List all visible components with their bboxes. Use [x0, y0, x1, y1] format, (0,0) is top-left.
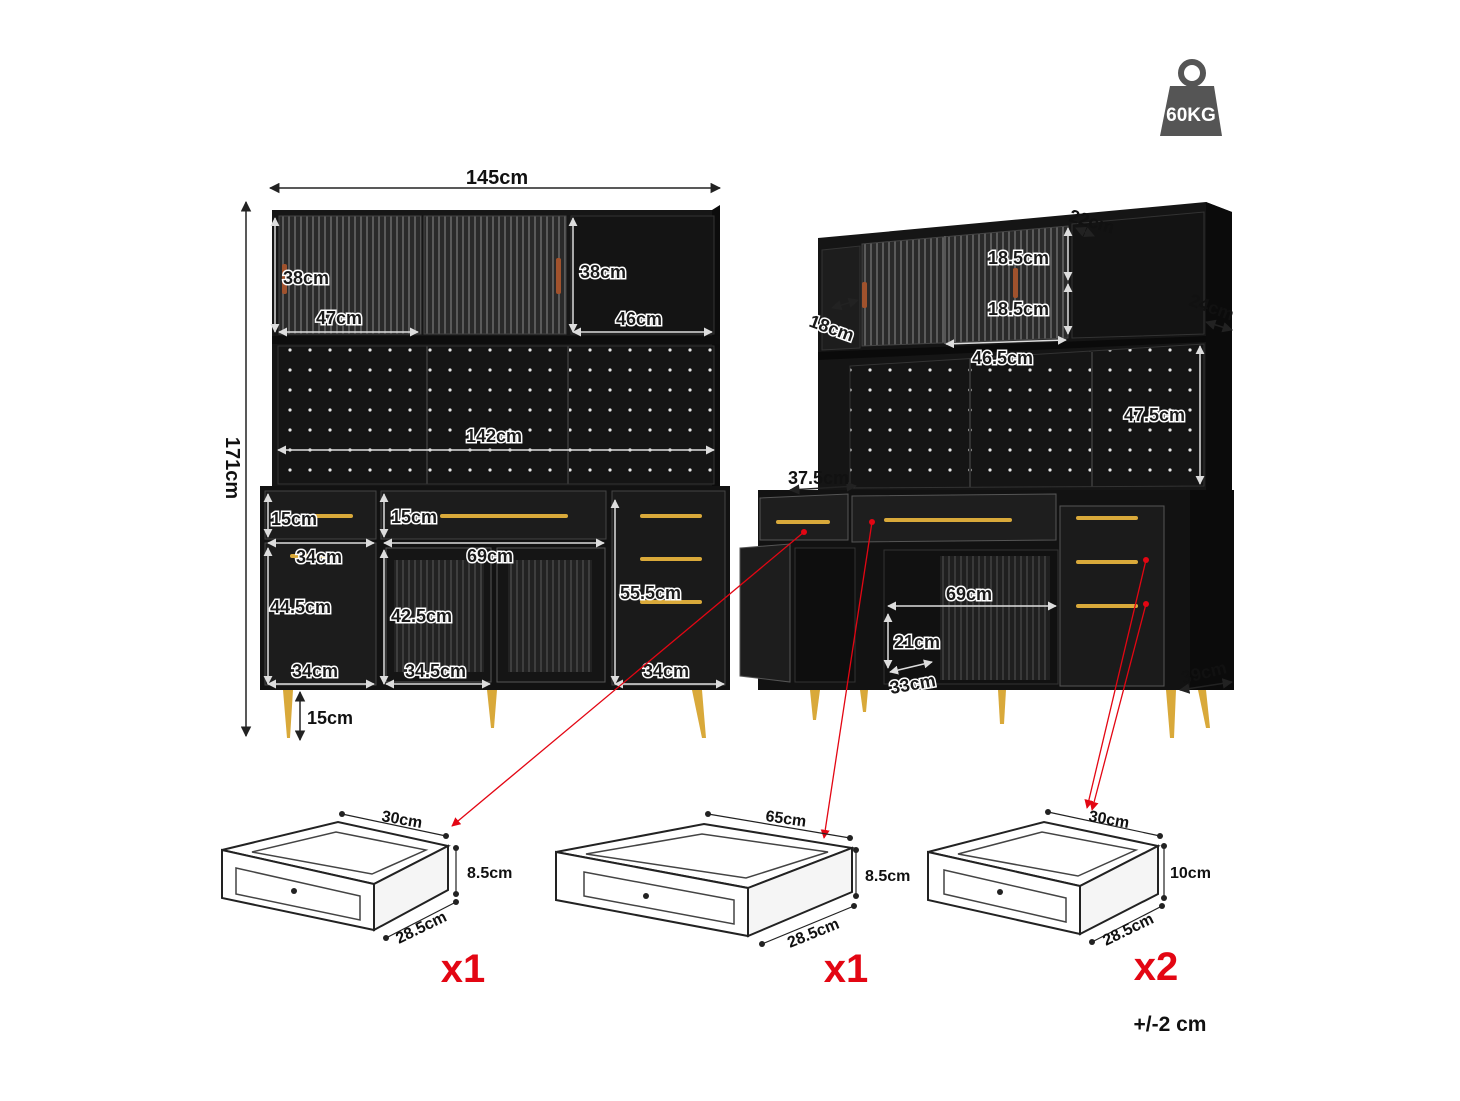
front-leg	[487, 690, 497, 728]
side-cabinet-shelf-height-label: 21cm	[894, 632, 940, 652]
side-gold-handle	[1076, 516, 1138, 520]
side-cabinet-width-label: 69cm	[946, 584, 992, 604]
front-center-glass-door	[508, 560, 592, 672]
side-left-drawer-open	[759, 493, 849, 541]
front-leg	[283, 690, 293, 738]
drawer-1-width-label: 30cm	[380, 808, 423, 832]
side-center-glass-door	[940, 556, 1050, 680]
front-pegboard	[277, 345, 715, 485]
drawer-2-quantity: x1	[824, 947, 869, 991]
front-right-column-width-label: 34cm	[643, 661, 689, 681]
side-left-door-open	[739, 543, 791, 683]
side-upper-inner-width-label: 46.5cm	[972, 348, 1033, 368]
front-open-shelf-height-label: 38cm	[580, 262, 626, 282]
front-glass-door-right	[423, 215, 567, 335]
front-center-door-width-label: 34.5cm	[405, 661, 466, 681]
tolerance-note: +/-2 cm	[1134, 1013, 1207, 1036]
side-gold-handle	[884, 518, 1012, 522]
drawer-detail-3: 30cm 10cm 28.5cm x2	[927, 808, 1211, 989]
drawer-1-height-label: 8.5cm	[467, 865, 512, 882]
side-glass-doors	[861, 225, 1069, 347]
side-view: 22cm 18.5cm 18.5cm 18cm 24cm 46.5cm 47.5…	[739, 202, 1237, 738]
drawer-3-width-label: 30cm	[1087, 808, 1130, 832]
weight-icon: 60KG	[1160, 59, 1222, 136]
front-gold-handle	[640, 600, 702, 604]
front-gold-handle	[290, 554, 330, 558]
front-open-shelf	[570, 215, 715, 335]
front-gold-handle	[440, 514, 568, 518]
front-gold-handle	[640, 557, 702, 561]
front-door-handle-right	[556, 258, 561, 294]
front-right-column-height-label: 55.5cm	[620, 583, 681, 603]
front-left-drawer-height-label: 15cm	[271, 509, 317, 529]
front-leg	[692, 690, 706, 738]
front-gold-handle	[640, 514, 702, 518]
front-left-drawer-width-label: 34cm	[296, 547, 342, 567]
side-upper-shelf-height-label: 18.5cm	[988, 248, 1049, 268]
side-pegboard-height-label: 47.5cm	[1124, 405, 1185, 425]
front-left-cabinet-height-label: 44.5cm	[270, 597, 331, 617]
front-pegboard-width-label: 142cm	[466, 426, 522, 446]
side-leg	[810, 690, 820, 720]
weight-label: 60KG	[1166, 105, 1216, 126]
front-glass-door-left	[278, 215, 422, 335]
front-glass-door-height-label: 38cm	[283, 268, 329, 288]
side-pegboard	[849, 343, 1205, 489]
side-right-drawers-open	[1059, 505, 1165, 687]
overall-width-label: 145cm	[466, 167, 528, 189]
drawer-2-height-label: 8.5cm	[865, 868, 910, 885]
front-leg-height-label: 15cm	[307, 708, 353, 728]
front-open-shelf-width-label: 46cm	[616, 309, 662, 329]
front-center-drawer-height-label: 15cm	[391, 507, 437, 527]
drawer-2-width-label: 65cm	[764, 808, 807, 831]
front-left-door	[264, 542, 377, 686]
overall-height-label: 171cm	[221, 437, 243, 499]
front-center-cabinet-height-label: 42.5cm	[391, 606, 452, 626]
drawer-detail-1: 30cm 8.5cm 28.5cm x1	[221, 808, 512, 991]
front-view: 145cm 171cm 38cm 47cm 38cm 46cm 142cm 15…	[221, 167, 730, 742]
side-leg	[860, 690, 868, 712]
front-left-cabinet-width-label: 34cm	[292, 661, 338, 681]
side-drawer-width-label: 37.5cm	[788, 468, 849, 488]
side-lower-shelf-height-label: 18.5cm	[988, 299, 1049, 319]
side-gold-handle	[776, 520, 830, 524]
callout-arrows	[451, 519, 1149, 839]
front-door-handle-left	[282, 264, 287, 294]
drawer-3-quantity: x2	[1134, 945, 1179, 989]
front-right-drawer-column	[611, 490, 726, 686]
drawer-detail-2: 65cm 8.5cm 28.5cm x1	[555, 808, 910, 991]
side-gold-handle	[1076, 604, 1138, 608]
drawer-3-height-label: 10cm	[1170, 865, 1211, 882]
front-glass-door-width-label: 47cm	[316, 308, 362, 328]
side-leg	[1166, 690, 1176, 738]
side-leg	[1198, 690, 1210, 728]
front-gold-handle	[303, 514, 353, 518]
side-leg	[998, 690, 1006, 724]
front-center-drawer-width-label: 69cm	[467, 546, 513, 566]
side-gold-handle	[1076, 560, 1138, 564]
drawer-1-quantity: x1	[441, 947, 486, 991]
